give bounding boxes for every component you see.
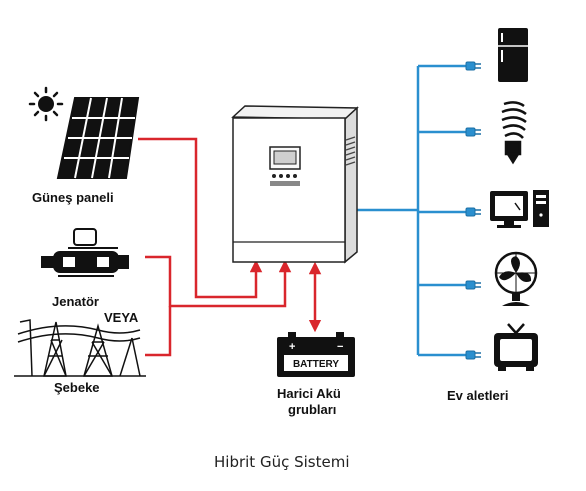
- appliances-label: Ev aletleri: [447, 388, 509, 403]
- plug-icon: [465, 280, 476, 290]
- ac-input-wires: [138, 137, 322, 357]
- lightbulb-icon: [501, 101, 527, 165]
- sun-icon: [28, 86, 64, 122]
- ac-output-wires: [344, 64, 468, 357]
- solar-panel-label: Güneş paneli: [32, 190, 114, 205]
- plugs: [465, 61, 481, 360]
- battery-label-line2: grubları: [288, 402, 337, 417]
- plug-icon: [465, 207, 476, 217]
- power-grid-icon: [14, 319, 146, 377]
- grid-wire: [145, 306, 172, 357]
- diagram-caption: Hibrit Güç Sistemi: [214, 453, 350, 471]
- solar-wire: [138, 137, 263, 299]
- plug-icon: [465, 61, 476, 71]
- solar-panel-icon: [56, 97, 140, 179]
- plug-icon: [465, 350, 476, 360]
- fan-icon: [494, 251, 538, 306]
- generator-wire: [145, 255, 292, 308]
- inverter-icon: [231, 105, 359, 264]
- battery-label-line1: Harici Akü: [277, 386, 341, 401]
- battery-box-text: BATTERY: [293, 359, 339, 370]
- computer-icon: [490, 190, 549, 228]
- or-label: VEYA: [104, 310, 139, 325]
- svg-text:−: −: [337, 341, 343, 353]
- tv-icon: [494, 323, 538, 371]
- svg-text:+: +: [289, 341, 295, 353]
- grid-label: Şebeke: [54, 380, 100, 395]
- generator-label: Jenatör: [52, 294, 99, 309]
- generator-icon: [41, 228, 129, 277]
- battery-icon: + − BATTERY: [277, 332, 355, 377]
- plug-icon: [465, 127, 476, 137]
- refrigerator-icon: [498, 28, 528, 82]
